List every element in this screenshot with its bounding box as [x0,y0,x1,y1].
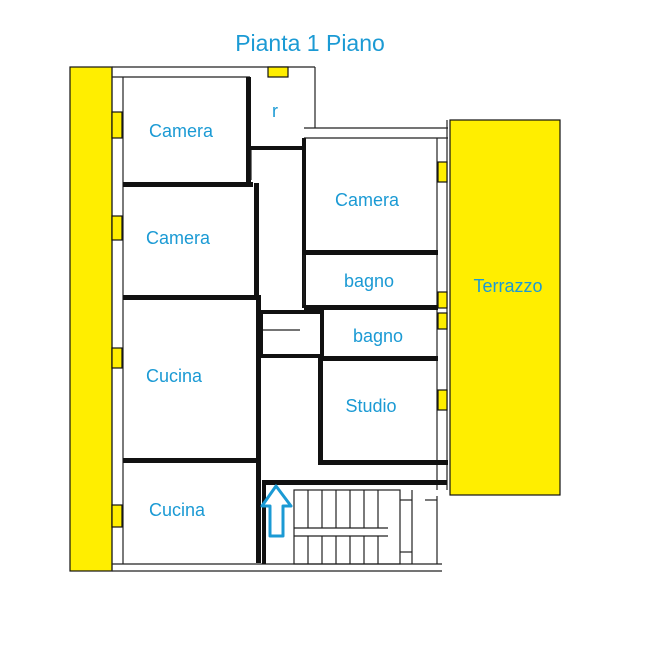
interior-walls [123,77,448,564]
room-label-camera-right: Camera [335,190,400,210]
room-label-bagno-lower: bagno [353,326,403,346]
window-marks [111,66,448,528]
terrace [449,119,561,496]
room-label-camera-left: Camera [146,228,211,248]
room-label-studio: Studio [345,396,396,416]
room-label-bagno-upper: bagno [344,271,394,291]
room-label-camera-top-left: Camera [149,121,214,141]
up-arrow-icon [260,484,293,538]
room-label-cucina-lower: Cucina [149,500,206,520]
room-label-ripostiglio: r [272,101,278,121]
plan-title: Pianta 1 Piano [235,30,385,56]
staircase [293,489,437,565]
room-label-cucina-upper: Cucina [146,366,203,386]
door-marks [250,150,321,420]
left-balcony [69,66,113,572]
room-label-terrazzo: Terrazzo [473,276,542,296]
